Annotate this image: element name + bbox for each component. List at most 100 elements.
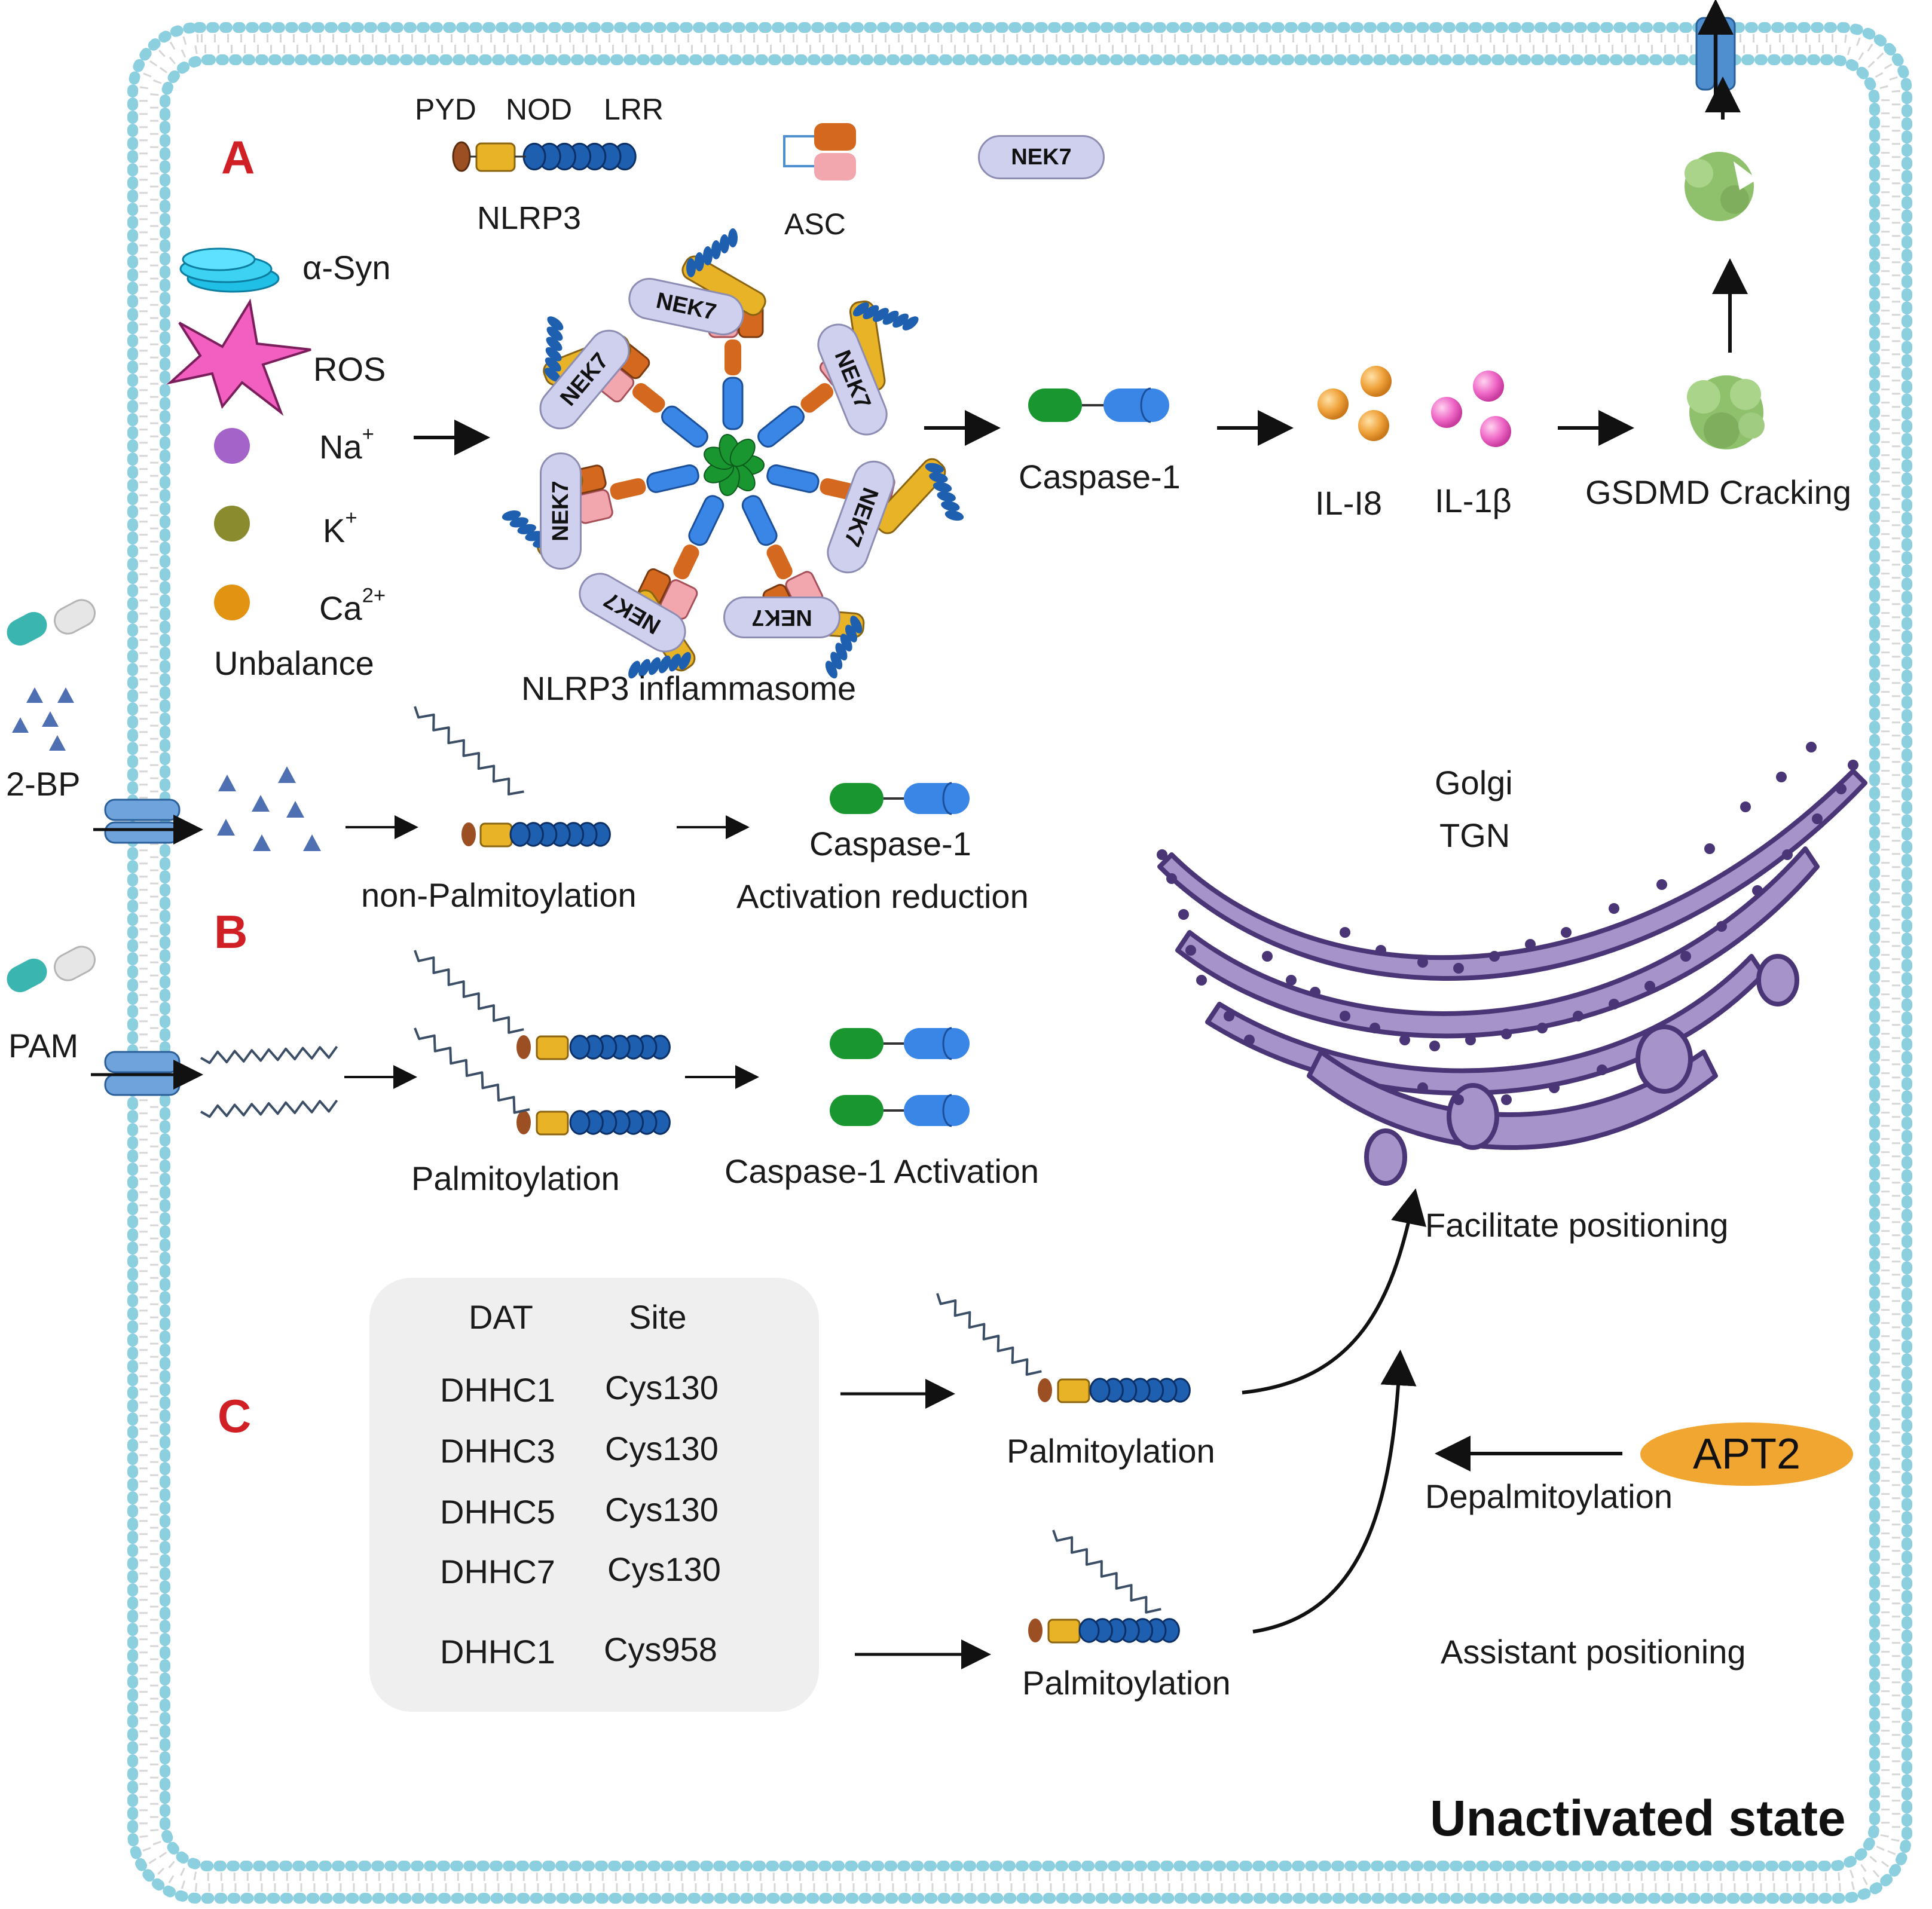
nlrp3-lrr	[649, 657, 661, 675]
nlrp3-lrr	[925, 463, 944, 473]
golgi-ribosome	[1369, 1023, 1380, 1033]
golgi-ribosome	[1501, 1029, 1512, 1039]
pam-chain	[200, 1045, 338, 1064]
golgi-label: Golgi	[1435, 764, 1513, 801]
nek7-legend-pill: NEK7	[978, 135, 1105, 179]
golgi-ribosome	[1157, 849, 1167, 860]
golgi-ribosome	[1806, 742, 1817, 752]
asc-caspase-core	[661, 405, 708, 448]
facilitate-positioning-label: Facilitate positioning	[1425, 1206, 1729, 1244]
golgi-ribosome	[1453, 963, 1464, 974]
nlrp3-lrr	[850, 616, 863, 634]
nlrp3-lrr	[678, 651, 691, 670]
2bp-inside-icon	[217, 766, 321, 851]
golgi-ribosome	[1609, 999, 1619, 1009]
nod-label: NOD	[506, 93, 573, 126]
il-18-label: IL-I8	[1315, 484, 1383, 522]
pyd-label: PYD	[415, 93, 476, 126]
golgi-ribosome	[1836, 784, 1847, 794]
nlrp3-lrr	[892, 313, 909, 328]
asc-filament	[632, 383, 665, 413]
palmitoylation-label-c1: Palmitoylation	[1007, 1432, 1215, 1470]
section-label-b: B	[214, 905, 248, 958]
potassium-label: K+	[323, 506, 357, 549]
ros-icon	[166, 298, 311, 416]
nlrp3-domain-icon	[452, 141, 637, 172]
palmitoylation-label-b: Palmitoylation	[411, 1160, 620, 1197]
golgi-ribosome	[1453, 1094, 1464, 1105]
nlrp3-lrr	[695, 252, 704, 271]
gsdmd-label: GSDMD Cracking	[1585, 473, 1851, 511]
asc-filament	[673, 544, 699, 580]
nlrp3-lrr	[525, 531, 544, 542]
golgi-ribosome	[1196, 975, 1207, 986]
membrane-channel-top-right	[1695, 0, 1736, 108]
caspase-1-icon-b2-bottom	[830, 1094, 970, 1127]
nlrp3-lrr	[902, 316, 919, 331]
gsdmd-intact-icon	[1687, 375, 1765, 449]
gsdmd-cleaved-icon	[1685, 152, 1757, 221]
table-header-site: Site	[629, 1298, 687, 1336]
golgi-ribosome	[1680, 951, 1691, 962]
nlrp3-lrr	[703, 246, 713, 265]
lrr-bead	[1089, 1378, 1111, 1403]
sodium-ion-icon	[214, 428, 250, 464]
arrow-facilitate-positioning	[1242, 1188, 1426, 1394]
asc-caspase-core	[688, 495, 724, 546]
palmitate-chain	[414, 950, 524, 1034]
lrr-bead-chain	[569, 1110, 671, 1135]
table-row-3-dat: DHHC5	[440, 1493, 555, 1531]
nlrp3-lrr	[544, 368, 561, 382]
table-header-dat: DAT	[469, 1298, 533, 1336]
golgi-ribosome	[1244, 1035, 1255, 1045]
golgi-ribosome	[1525, 939, 1536, 950]
nlrp3-lrr	[882, 310, 899, 325]
drug-pam-label: PAM	[8, 1027, 79, 1064]
nek7-ring-pill-6: NEK7	[540, 452, 582, 570]
table-row-1-site: Cys130	[605, 1369, 719, 1406]
caspase-1-label-a: Caspase-1	[1019, 458, 1181, 495]
table-row-4-dat: DHHC7	[440, 1553, 555, 1590]
lrr-bead	[522, 142, 546, 171]
golgi-ribosome	[1597, 1064, 1607, 1075]
golgi-ribosome	[1340, 1011, 1350, 1021]
golgi-ribosome	[1417, 1082, 1428, 1093]
drug-2bp-label: 2-BP	[6, 765, 81, 803]
table-row-4-site: Cys130	[607, 1550, 721, 1588]
caspase-1-icon-b1	[830, 782, 970, 815]
nlrp3-lrr	[929, 472, 948, 483]
lrr-bead	[569, 1110, 591, 1135]
section-label-a: A	[221, 131, 255, 183]
nlrp3-lrr	[937, 491, 956, 502]
il-18-icon	[1317, 366, 1392, 441]
nlrp3-lrr	[941, 501, 960, 512]
nek7-ring-pill-4: NEK7	[723, 596, 840, 638]
nlrp3-lrr	[547, 316, 564, 331]
asc-label: ASC	[784, 207, 846, 241]
nlrp3-lrr	[509, 517, 529, 528]
nlrp3-lrr	[825, 660, 837, 679]
golgi-ribosome	[1561, 927, 1572, 938]
palmitate-chain	[414, 1027, 530, 1114]
asc-filament	[766, 544, 793, 580]
golgi-ribosome	[1417, 957, 1428, 968]
calcium-ion-icon	[214, 585, 250, 620]
nlrp3-lrr	[840, 634, 852, 651]
nlrp3-lrr	[933, 482, 952, 492]
golgi-ribosome	[1286, 975, 1297, 986]
nlrp3-label: NLRP3	[477, 200, 582, 236]
golgi-ribosome	[1704, 843, 1715, 854]
table-row-1-dat: DHHC1	[440, 1371, 555, 1409]
golgi-ribosome	[1716, 921, 1727, 932]
table-row-2-dat: DHHC3	[440, 1432, 555, 1470]
nlrp3-lrr	[545, 357, 561, 372]
section-label-c: C	[218, 1390, 252, 1442]
capsule-icon-pam	[7, 946, 96, 993]
nlrp3-nod	[873, 458, 946, 534]
unbalance-label: Unbalance	[214, 644, 374, 682]
table-row-5-dat: DHHC1	[440, 1633, 555, 1671]
golgi-apparatus-icon	[1157, 769, 1867, 1186]
sodium-label: Na+	[319, 423, 374, 466]
nlrp3-lrr	[658, 655, 671, 674]
